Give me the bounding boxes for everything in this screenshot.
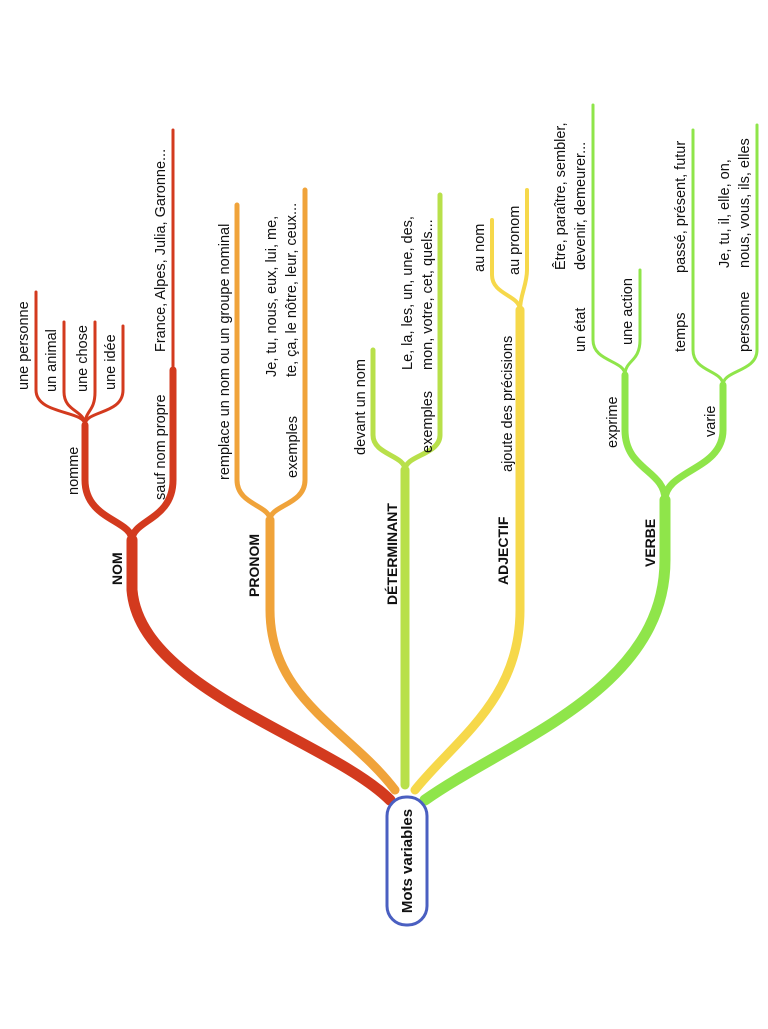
branch-varie-temps xyxy=(691,128,725,387)
branch-verbe-exprime xyxy=(621,371,669,504)
determinant-branches xyxy=(370,192,443,790)
branch-pronom-exemples xyxy=(267,187,308,523)
branch-root-pronom xyxy=(265,515,400,795)
category-label-pronom: PRONOM xyxy=(246,534,262,597)
label-det-exemples: exemples xyxy=(420,391,436,453)
branch-verbe-varie xyxy=(661,381,727,504)
branch-nom-split xyxy=(81,421,136,544)
root-label: Mots variables xyxy=(399,809,416,913)
branch-root-nom xyxy=(126,534,396,806)
branch-exprime-action xyxy=(623,268,642,377)
branch-nomme-d xyxy=(83,324,125,427)
label-pronom-examples-line2: te, ça, le nôtre, leur, ceux... xyxy=(284,203,300,377)
label-un-etat: un état xyxy=(573,308,589,352)
label-passe-present-futur: passé, présent, futur xyxy=(673,141,689,273)
label-pronom-exemples: exemples xyxy=(285,416,301,478)
branch-det-exemples xyxy=(402,192,443,473)
label-nom-propre-examples: France, Alpes, Julia, Garonne... xyxy=(153,149,169,352)
label-varie: varie xyxy=(703,406,719,437)
label-ajoute-precisions: ajoute des précisions xyxy=(500,336,516,472)
label-det-examples-line2: mon, votre, cet, quels... xyxy=(420,219,436,370)
category-label-nom: NOM xyxy=(109,552,125,585)
branch-varie-personne xyxy=(721,123,759,387)
label-pronom-examples-line1: Je, tu, nous, eux, lui, me, xyxy=(264,216,280,377)
label-une-action: une action xyxy=(620,278,636,345)
label-devant-un-nom: devant un nom xyxy=(353,359,369,455)
category-label-adjectif: ADJECTIF xyxy=(495,516,511,585)
label-une-idee: une idée xyxy=(103,334,119,390)
label-sauf-nom-propre: sauf nom propre xyxy=(153,394,169,500)
verbe-branches xyxy=(419,103,759,806)
label-au-pronom: au pronom xyxy=(507,206,523,275)
label-au-nom: au nom xyxy=(472,224,488,272)
branch-root-verbe xyxy=(419,494,671,806)
label-personne: personne xyxy=(737,292,753,352)
label-temps: temps xyxy=(673,313,689,353)
label-remplace: remplace un nom ou un groupe nominal xyxy=(217,224,233,480)
pronom-branches xyxy=(234,187,400,795)
label-une-personne: une personne xyxy=(16,301,32,390)
label-personne-line1: Je, tu, il, elle, on, xyxy=(717,159,733,268)
label-exprime: exprime xyxy=(605,396,621,448)
label-etre-line1: Être, paraître, sembler, xyxy=(552,123,569,270)
label-personne-line2: nous, vous, ils, elles xyxy=(737,138,753,268)
branch-nom-sauf xyxy=(128,366,177,544)
category-label-verbe: VERBE xyxy=(642,519,658,567)
root-node: Mots variables xyxy=(385,795,429,927)
label-etre-line2: devenir, demeurer... xyxy=(573,142,589,270)
branch-exprime-etat xyxy=(591,103,627,377)
root-box xyxy=(385,795,429,927)
label-un-animal: un animal xyxy=(44,329,60,392)
label-nomme: nomme xyxy=(66,447,82,495)
label-une-chose: une chose xyxy=(75,325,91,392)
branch-adj-au-pronom xyxy=(518,188,529,312)
nom-branches xyxy=(34,128,396,806)
label-det-examples-line1: Le, la, les, un, une, des, xyxy=(400,216,416,370)
category-label-determinant: DÉTERMINANT xyxy=(384,503,400,605)
branch-root-adjectif xyxy=(410,305,525,795)
adjectif-branches xyxy=(410,188,529,795)
